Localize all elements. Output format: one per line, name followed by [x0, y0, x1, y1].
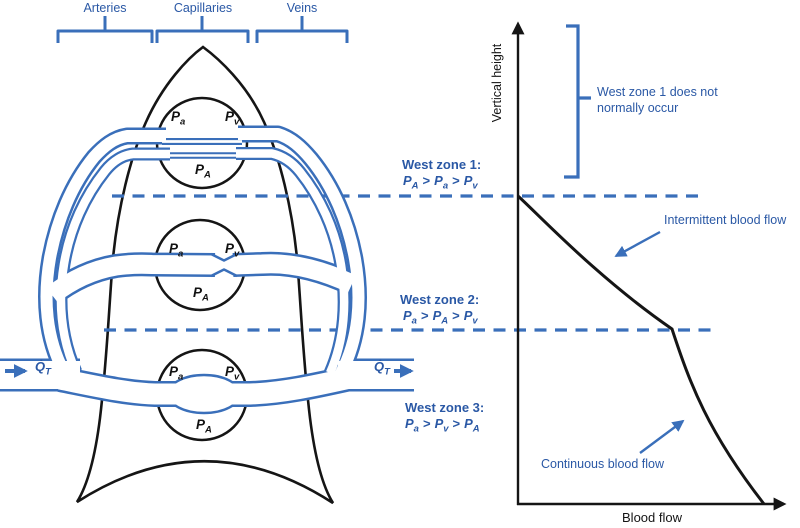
- sub-v: v: [234, 116, 240, 128]
- arteries-bracket: [56, 16, 154, 43]
- p-symbol: P: [193, 285, 203, 300]
- p-symbol: P: [463, 308, 473, 323]
- blood-flow-graph: [511, 21, 787, 511]
- p-symbol: P: [169, 241, 179, 256]
- z2-pinch-notch: [210, 252, 238, 278]
- alveolus1-pa-label: Pa: [171, 109, 185, 129]
- alveolus2-pa-label: Pa: [169, 241, 183, 261]
- greater-than: >: [422, 173, 431, 188]
- p-symbol: P: [403, 308, 412, 323]
- bracket-label-capillaries: Capillaries: [173, 1, 233, 15]
- zone1-note-line1: West zone 1 does not: [597, 85, 718, 99]
- zone1-title: West zone 1:: [402, 157, 482, 172]
- p-symbol: P: [434, 173, 443, 188]
- alveolus1-pv-label: Pv: [225, 109, 239, 129]
- sub-A: A: [205, 424, 212, 436]
- p-symbol: P: [171, 109, 181, 124]
- sub-T: T: [45, 366, 51, 378]
- alveolus3-pv-label: Pv: [225, 364, 239, 384]
- sub-v: v: [234, 248, 240, 260]
- p-symbol: P: [464, 416, 473, 431]
- p-symbol: P: [225, 109, 235, 124]
- p-symbol: P: [463, 173, 473, 188]
- sub-a: a: [178, 371, 184, 383]
- alveolus1-palv-label: PA: [195, 162, 211, 182]
- zone2-title: West zone 2:: [400, 292, 480, 307]
- zone1-note: West zone 1 does not normally occur: [597, 84, 718, 116]
- alveolus2-palv-label: PA: [193, 285, 209, 305]
- blood-flow-curve: [516, 194, 766, 505]
- sub-a: a: [180, 116, 186, 128]
- cardiac-output-right-label: Q̇T: [374, 359, 390, 379]
- x-axis-label: Blood flow: [622, 510, 682, 525]
- p-symbol: P: [434, 416, 444, 431]
- lung-silhouette: [75, 45, 335, 505]
- p-symbol: P: [403, 173, 412, 188]
- capillaries-bracket: [155, 16, 250, 43]
- zone1-relation: PA>Pa>Pv: [403, 173, 478, 192]
- zone-divider-dashes: [104, 194, 712, 332]
- continuous-flow-label: Continuous blood flow: [541, 457, 664, 471]
- zone3-relation: Pa>Pv>PA: [405, 416, 480, 435]
- zone1-note-line2: normally occur: [597, 101, 679, 115]
- greater-than: >: [452, 416, 461, 431]
- greater-than: >: [452, 308, 460, 323]
- p-symbol: P: [405, 416, 414, 431]
- zone3-title: West zone 3:: [405, 400, 485, 415]
- greater-than: >: [452, 173, 460, 188]
- sub-T: T: [384, 366, 390, 378]
- p-symbol: P: [432, 308, 442, 323]
- intermittent-arrow: [614, 230, 661, 258]
- p-symbol: P: [225, 364, 235, 379]
- cardiac-output-left-label: Q̇T: [35, 359, 51, 379]
- bracket-label-veins: Veins: [286, 1, 318, 15]
- sub-a: a: [178, 248, 184, 260]
- veins-bracket: [255, 16, 349, 43]
- pulmonary-vessels: [0, 125, 415, 415]
- p-symbol: P: [169, 364, 179, 379]
- q-symbol: Q̇: [35, 359, 46, 374]
- continuous-arrow: [639, 419, 685, 454]
- p-symbol: P: [196, 417, 206, 432]
- alveolus2-pv-label: Pv: [225, 241, 239, 261]
- intermittent-flow-label: Intermittent blood flow: [664, 213, 787, 227]
- q-symbol: Q̇: [374, 359, 385, 374]
- p-symbol: P: [195, 162, 205, 177]
- bracket-label-arteries: Arteries: [83, 1, 127, 15]
- lung-outline: [75, 45, 335, 505]
- vessel-section-brackets: [56, 16, 349, 43]
- zone1-span-bracket: [564, 24, 591, 179]
- alveolus3-pa-label: Pa: [169, 364, 183, 384]
- sub-A: A: [204, 169, 211, 181]
- p-symbol: P: [225, 241, 235, 256]
- alveolus3-palv-label: PA: [196, 417, 212, 437]
- sub-A: A: [202, 292, 209, 304]
- greater-than: >: [422, 416, 431, 431]
- greater-than: >: [420, 308, 429, 323]
- sub-v: v: [234, 371, 240, 383]
- y-axis-label: Vertical height: [490, 43, 504, 123]
- zone2-relation: Pa>PA>Pv: [403, 308, 478, 327]
